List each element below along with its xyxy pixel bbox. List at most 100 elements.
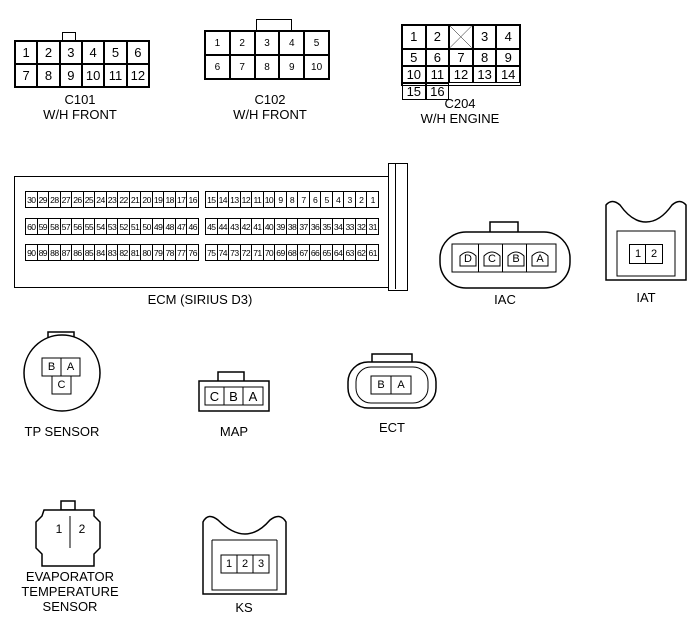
ecm-pin: 84 bbox=[95, 245, 107, 260]
c204-pin: 5 bbox=[402, 48, 426, 66]
evap-name-line-3: SENSOR bbox=[42, 599, 98, 614]
ecm-pin: 78 bbox=[164, 245, 176, 260]
c102-key-tab bbox=[256, 19, 292, 31]
c204-pin: 12 bbox=[449, 65, 473, 83]
ecm-pin: 41 bbox=[252, 219, 264, 234]
ect-pin-a: A bbox=[397, 379, 405, 391]
c101-sub: W/H FRONT bbox=[43, 107, 117, 122]
ecm-pin: 58 bbox=[49, 219, 61, 234]
ect-name: ECT bbox=[379, 420, 405, 435]
ecm-pin: 33 bbox=[344, 219, 356, 234]
ecm-pin: 28 bbox=[49, 192, 61, 207]
ecm-pin: 9 bbox=[275, 192, 287, 207]
c102-pin: 5 bbox=[304, 31, 329, 55]
c204-pin: 9 bbox=[496, 48, 520, 66]
iac-divider bbox=[526, 244, 527, 272]
ecm-bar-divider bbox=[395, 163, 396, 289]
ecm-pin: 80 bbox=[141, 245, 153, 260]
ecm-pin: 79 bbox=[153, 245, 165, 260]
c101-pin: 9 bbox=[59, 64, 82, 87]
ecm-pin: 42 bbox=[241, 219, 253, 234]
c102-pin: 9 bbox=[279, 55, 305, 79]
iac-pin-label: C bbox=[488, 253, 496, 265]
ecm-pin: 90 bbox=[26, 245, 38, 260]
ecm-pin: 35 bbox=[321, 219, 333, 234]
ecm-pin: 29 bbox=[38, 192, 50, 207]
ecm-pin: 89 bbox=[38, 245, 50, 260]
ecm-pin: 23 bbox=[107, 192, 119, 207]
tps-pin-b: B bbox=[47, 361, 56, 373]
c204-pin: 13 bbox=[472, 65, 497, 83]
tps-pin-a: A bbox=[66, 361, 75, 373]
c204-blank-cell bbox=[449, 25, 473, 49]
c101-pin: 4 bbox=[82, 41, 105, 64]
c101-key-tab bbox=[62, 32, 76, 41]
c204-pin: 2 bbox=[425, 25, 450, 49]
evap-name-line-2: TEMPERATURE bbox=[21, 584, 119, 599]
ecm-pin: 87 bbox=[61, 245, 73, 260]
ecm-pin: 36 bbox=[310, 219, 322, 234]
ecm-pin: 70 bbox=[264, 245, 276, 260]
iat-pin-2: 2 bbox=[645, 244, 663, 264]
ecm-pin: 48 bbox=[164, 219, 176, 234]
ecm-pin: 46 bbox=[188, 221, 198, 232]
ecm-pin: 67 bbox=[298, 245, 310, 260]
ecm-pin: 77 bbox=[176, 245, 188, 260]
ecm-pin: 13 bbox=[229, 192, 241, 207]
evap-pin-1: 1 bbox=[55, 522, 63, 536]
ecm-pin: 81 bbox=[130, 245, 142, 260]
ecm-pin: 68 bbox=[287, 245, 299, 260]
ecm-pin: 26 bbox=[72, 192, 84, 207]
ecm-pin: 22 bbox=[118, 192, 130, 207]
c204-pin: 15 bbox=[402, 82, 426, 100]
c102-pin: 2 bbox=[229, 31, 255, 55]
ecm-pin: 37 bbox=[298, 219, 310, 234]
ecm-pin: 18 bbox=[164, 192, 176, 207]
ecm-pin: 73 bbox=[229, 245, 241, 260]
ecm-pin: 69 bbox=[275, 245, 287, 260]
c204-pin: 11 bbox=[425, 65, 450, 83]
iac-pin: A bbox=[530, 248, 550, 268]
ks-pin-3: 3 bbox=[257, 558, 265, 570]
ecm-pin: 45 bbox=[206, 219, 218, 234]
ecm-pin: 4 bbox=[333, 192, 345, 207]
ecm-pin: 40 bbox=[264, 219, 276, 234]
ecm-pin: 15 bbox=[206, 192, 218, 207]
c204-pin: 8 bbox=[472, 48, 497, 66]
ecm-pin: 10 bbox=[264, 192, 276, 207]
iac-pin: C bbox=[482, 248, 502, 268]
c101-pin: 3 bbox=[59, 41, 82, 64]
ecm-pin: 83 bbox=[107, 245, 119, 260]
ecm-pin: 7 bbox=[298, 192, 310, 207]
iac-divider bbox=[478, 244, 479, 272]
ecm-pin: 12 bbox=[241, 192, 253, 207]
ecm-pin: 31 bbox=[368, 221, 378, 232]
c204-pin: 7 bbox=[449, 48, 473, 66]
iac-pin: B bbox=[506, 248, 526, 268]
ecm-pin: 76 bbox=[188, 247, 198, 258]
c204-pin: 4 bbox=[496, 25, 520, 49]
ecm-pin: 62 bbox=[356, 245, 368, 260]
ecm-pin: 88 bbox=[49, 245, 61, 260]
ecm-pin: 50 bbox=[141, 219, 153, 234]
ecm-pin: 11 bbox=[252, 192, 264, 207]
ect-pin-b: B bbox=[377, 379, 385, 391]
evap-pin-2: 2 bbox=[78, 522, 86, 536]
ecm-locking-bar bbox=[388, 163, 408, 291]
evap-name-line-1: EVAPORATOR bbox=[25, 569, 115, 584]
ecm-pin: 30 bbox=[26, 192, 38, 207]
iat-name: IAT bbox=[636, 290, 656, 305]
ks-name: KS bbox=[235, 600, 253, 615]
iac-pin-label: A bbox=[536, 253, 544, 265]
ecm-pin: 34 bbox=[333, 219, 345, 234]
c102-pin: 6 bbox=[205, 55, 230, 79]
iac-pin-label: B bbox=[512, 253, 520, 265]
ecm-pin: 16 bbox=[188, 194, 198, 205]
